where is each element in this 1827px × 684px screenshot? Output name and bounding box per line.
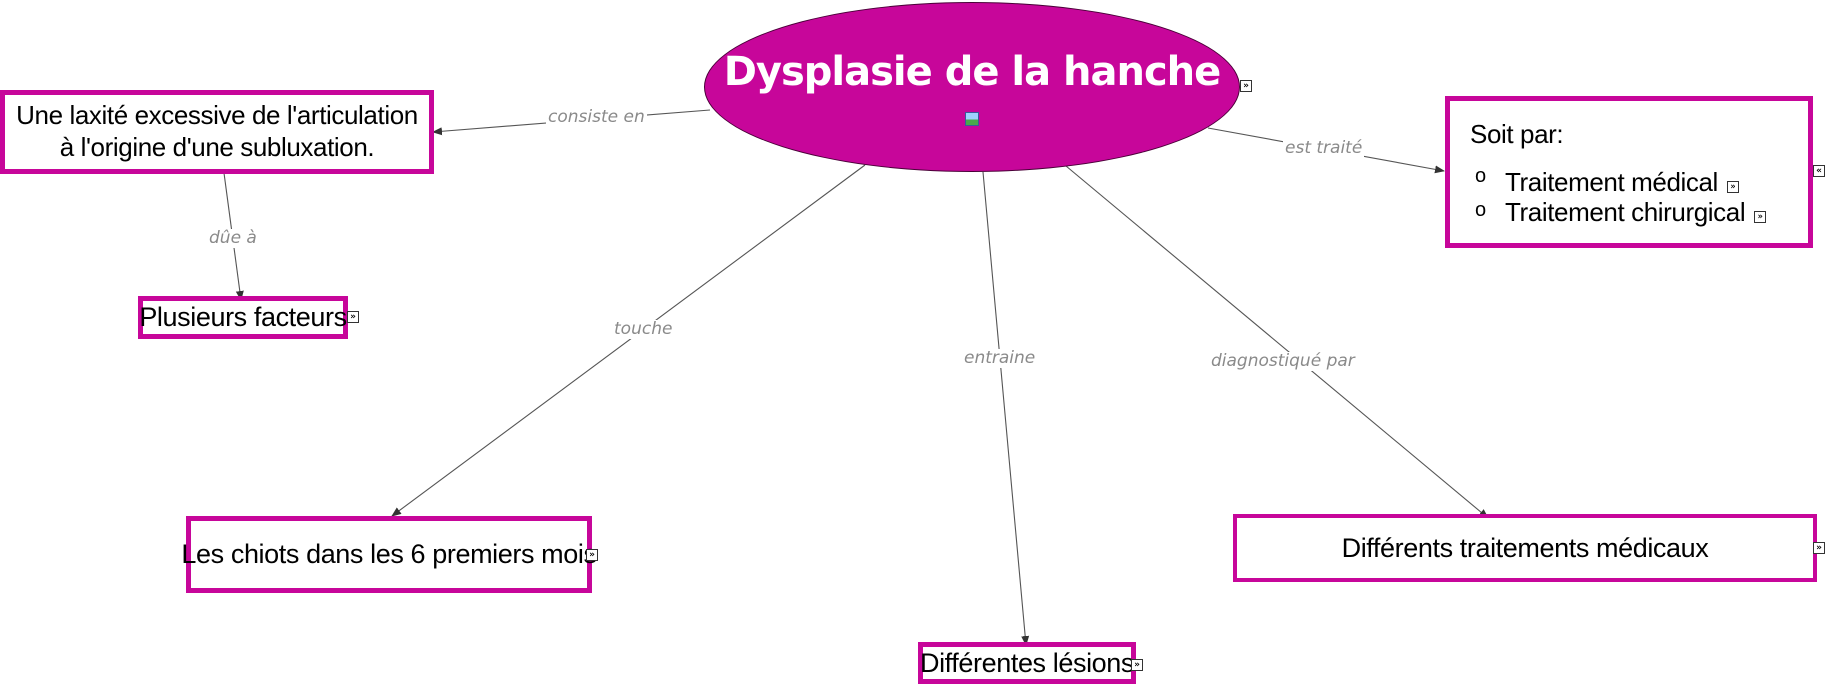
list-bullet: o [1475,199,1486,221]
facteurs-expand-icon[interactable]: » [347,311,359,323]
concept-plusieurs-facteurs[interactable]: Plusieurs facteurs [138,296,348,339]
concept-differentes-lesions[interactable]: Différentes lésions [918,642,1136,684]
list-item-label: Traitement médical [1505,167,1718,197]
concept-les-chiots[interactable]: Les chiots dans les 6 premiers mois [181,516,597,593]
list-item-traitement-medical[interactable]: o Traitement médical » [1475,165,1739,198]
lesions-expand-icon[interactable]: » [1131,659,1143,671]
concept-laxite[interactable]: Une laxité excessive de l'articulation à… [0,90,434,174]
chiots-expand-icon[interactable]: » [586,549,598,561]
link-label-est-traite: est traité [1283,138,1365,158]
link-label-diagnostique-par: diagnostiqué par [1209,351,1357,371]
image-attachment-icon[interactable] [965,112,979,126]
link-line-diagnostique-par [1065,165,1489,519]
link-line-touche [391,164,866,517]
link-label-entraine: entraine [962,348,1038,368]
concept-differents-traitements-medicaux[interactable]: Différents traitements médicaux [1233,514,1817,582]
list-bullet: o [1475,165,1486,187]
link-label-consiste-en: consiste en [546,107,647,127]
soit-par-heading: Soit par: [1470,119,1564,149]
central-concept-title: Dysplasie de la hanche [723,49,1222,95]
list-item-traitement-chirurgical[interactable]: o Traitement chirurgical » [1475,197,1767,228]
link-label-due-a: dûe à [207,228,259,248]
central-expand-icon[interactable]: » [1240,80,1252,92]
concept-soit-par[interactable]: Soit par: o Traitement médical » o Trait… [1445,96,1813,248]
link-line-entraine [982,171,1030,646]
soit-par-collapse-icon[interactable]: « [1813,165,1825,177]
central-concept-ellipse[interactable] [704,2,1240,172]
traitements-expand-icon[interactable]: » [1813,542,1825,554]
list-item-label: Traitement chirurgical [1505,197,1746,227]
link-label-touche: touche [612,319,675,339]
traitement-medical-expand-icon[interactable]: » [1726,181,1739,193]
traitement-chirurgical-expand-icon[interactable]: » [1754,211,1767,223]
